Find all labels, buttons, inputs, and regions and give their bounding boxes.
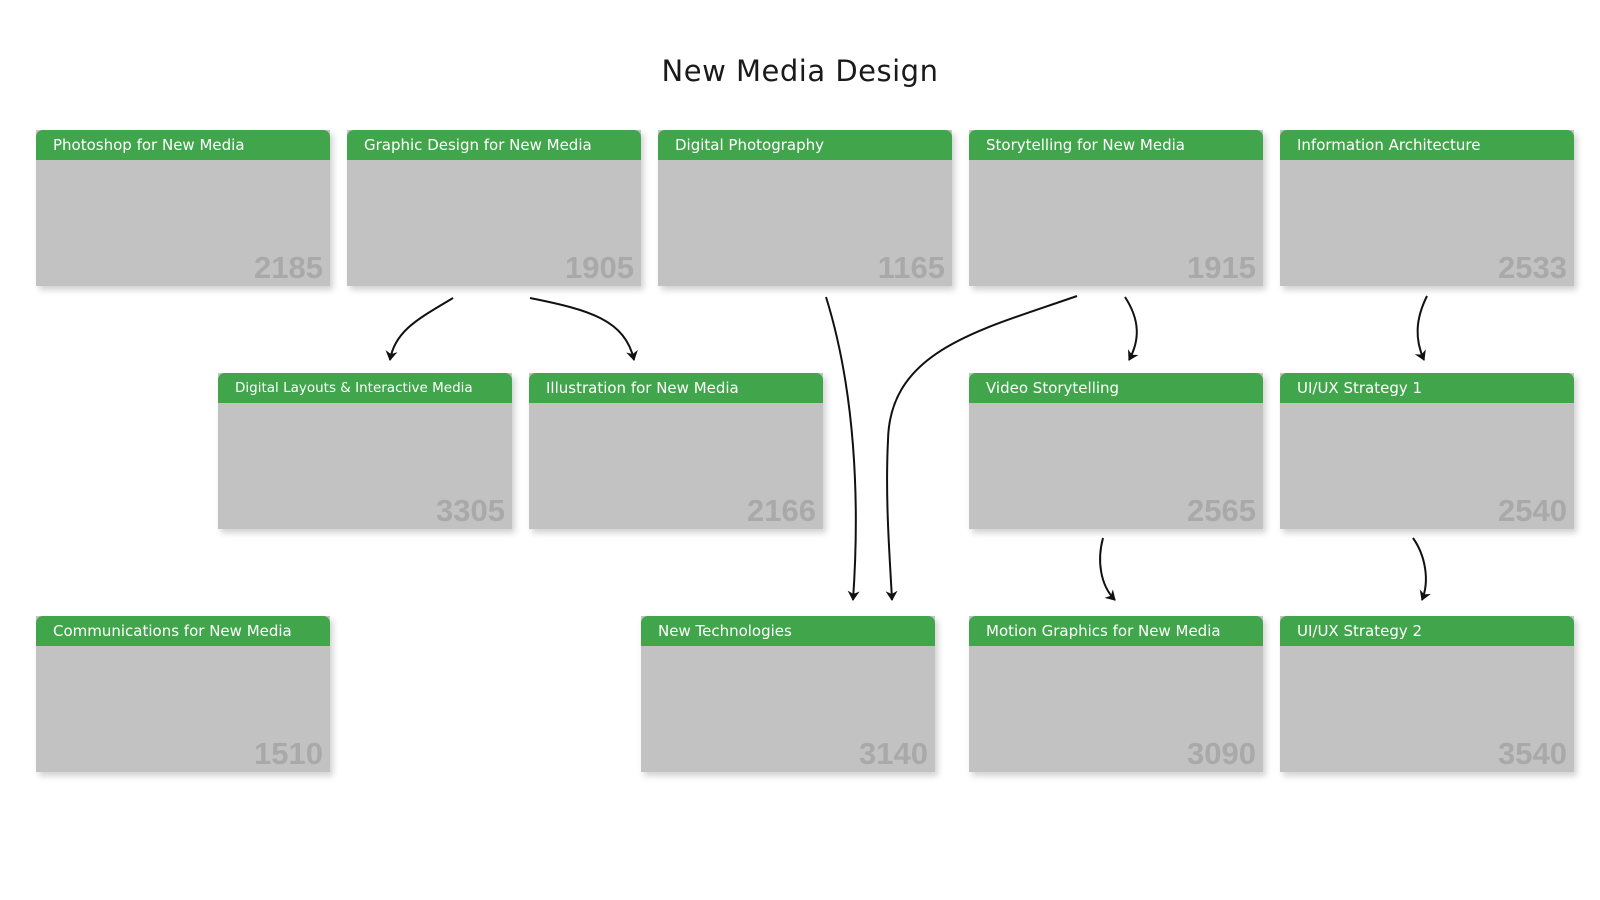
course-title: Digital Layouts & Interactive Media xyxy=(218,373,512,403)
page-title: New Media Design xyxy=(661,54,939,88)
arrow-graphic-design-to-illustration xyxy=(529,297,638,361)
course-code: 3140 xyxy=(859,736,928,771)
arrow-uiux1-to-uiux2 xyxy=(1412,537,1431,601)
course-code: 2166 xyxy=(747,493,816,528)
course-card-digital-layouts: Digital Layouts & Interactive Media 3305 xyxy=(218,373,512,529)
course-code: 2540 xyxy=(1498,493,1567,528)
course-card-photoshop: Photoshop for New Media 2185 xyxy=(36,130,330,286)
course-title: UI/UX Strategy 1 xyxy=(1280,373,1574,403)
course-code: 2533 xyxy=(1498,250,1567,285)
course-title: Illustration for New Media xyxy=(529,373,823,403)
arrow-graphic-design-to-digital-layouts xyxy=(385,297,454,361)
course-card-info-architecture: Information Architecture 2533 xyxy=(1280,130,1574,286)
course-card-uiux2: UI/UX Strategy 2 3540 xyxy=(1280,616,1574,772)
course-card-video-storytelling: Video Storytelling 2565 xyxy=(969,373,1263,529)
course-title: Graphic Design for New Media xyxy=(347,130,641,160)
course-title: Motion Graphics for New Media xyxy=(969,616,1263,646)
course-card-new-technologies: New Technologies 3140 xyxy=(641,616,935,772)
course-title: Photoshop for New Media xyxy=(36,130,330,160)
course-code: 2565 xyxy=(1187,493,1256,528)
course-code: 1165 xyxy=(877,250,945,285)
course-card-graphic-design: Graphic Design for New Media 1905 xyxy=(347,130,641,286)
course-title: Information Architecture xyxy=(1280,130,1574,160)
course-code: 1915 xyxy=(1187,250,1256,285)
course-title: Storytelling for New Media xyxy=(969,130,1263,160)
arrow-video-storytelling-to-motion-graphics xyxy=(1099,537,1116,601)
arrow-storytelling-to-new-technologies xyxy=(885,295,1078,601)
course-card-motion-graphics: Motion Graphics for New Media 3090 xyxy=(969,616,1263,772)
course-title: New Technologies xyxy=(641,616,935,646)
arrow-digital-photography-to-new-technologies xyxy=(825,296,860,601)
course-card-uiux1: UI/UX Strategy 1 2540 xyxy=(1280,373,1574,529)
course-title: Video Storytelling xyxy=(969,373,1263,403)
course-code: 3090 xyxy=(1187,736,1256,771)
course-code: 3305 xyxy=(436,493,505,528)
course-card-illustration: Illustration for New Media 2166 xyxy=(529,373,823,529)
course-card-digital-photography: Digital Photography 1165 xyxy=(658,130,952,286)
course-code: 2185 xyxy=(254,250,323,285)
course-code: 1510 xyxy=(254,736,323,771)
course-title: Communications for New Media xyxy=(36,616,330,646)
arrow-info-architecture-to-uiux1 xyxy=(1414,295,1428,361)
course-title: UI/UX Strategy 2 xyxy=(1280,616,1574,646)
course-card-storytelling: Storytelling for New Media 1915 xyxy=(969,130,1263,286)
course-code: 1905 xyxy=(565,250,634,285)
arrow-storytelling-to-video-storytelling xyxy=(1124,296,1139,361)
course-card-communications: Communications for New Media 1510 xyxy=(36,616,330,772)
course-code: 3540 xyxy=(1498,736,1567,771)
course-title: Digital Photography xyxy=(658,130,952,160)
